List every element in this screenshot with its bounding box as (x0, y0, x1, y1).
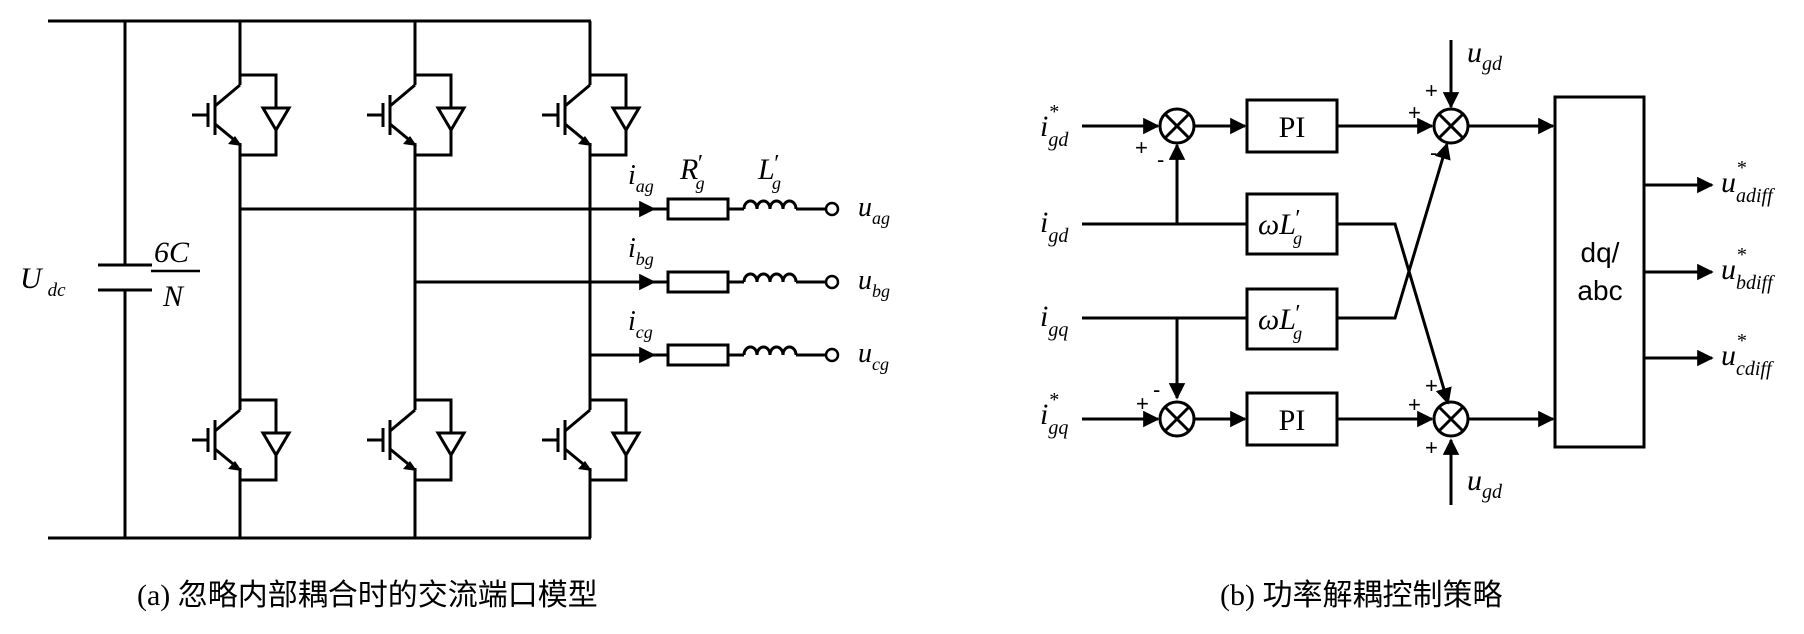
pi-block-d (1245, 98, 1339, 154)
switch-upper-a (190, 65, 291, 165)
caption-b: (b) 功率解耦控制策略 (1220, 579, 1502, 612)
output-label-a: u*adiff (1721, 157, 1775, 207)
sign-q1-minus: - (1153, 377, 1160, 402)
sign-d2-plus-top: + (1425, 78, 1438, 103)
transform-label-line2: abc (1577, 275, 1622, 306)
phase-legs (238, 21, 592, 538)
output-label-c: u*cdiff (1721, 330, 1774, 380)
sum-junction-q2 (1432, 400, 1470, 438)
ac-branch-b (415, 270, 840, 294)
sign-q2-plus-top: + (1425, 373, 1438, 398)
input-igd-label: igd (1040, 206, 1069, 247)
sign-q2-plus-bottom: + (1425, 435, 1438, 460)
output-label-b: u*bdiff (1721, 244, 1775, 294)
control-diagram (1082, 40, 1714, 505)
current-label-a: iag (628, 160, 654, 196)
sum-junction-d1 (1158, 107, 1196, 145)
sign-q1-plus: + (1136, 391, 1149, 416)
current-label-c: icg (628, 306, 653, 342)
sign-d1-plus: + (1135, 135, 1148, 160)
converter-circuit (48, 19, 840, 540)
voltage-label-b: ubg (858, 265, 890, 301)
inductor-label: L′g (757, 151, 781, 193)
sign-d2-minus: - (1430, 140, 1437, 165)
sum-junction-q1 (1158, 400, 1196, 438)
capacitance-denominator: N (162, 280, 185, 313)
current-label-b: ibg (628, 233, 654, 269)
ac-branch-c (590, 343, 840, 367)
coupling-label-q: ωL′g (1258, 301, 1302, 343)
sign-d1-minus: - (1157, 147, 1164, 172)
dc-capacitor (98, 21, 152, 538)
switch-upper-b (365, 65, 466, 165)
sign-d2-plus-left: + (1408, 100, 1421, 125)
coupling-label-d: ωL′g (1258, 206, 1302, 248)
sign-q2-plus-left: + (1408, 392, 1421, 417)
transform-label-line1: dq/ (1581, 237, 1620, 268)
switch-lower-c (540, 390, 641, 490)
switch-lower-a (190, 390, 291, 490)
pi-label-q: PI (1279, 404, 1306, 437)
dq-abc-transform-block (1553, 95, 1646, 449)
voltage-label-a: uag (858, 192, 890, 228)
pi-label-d: PI (1279, 111, 1306, 144)
caption-a: (a) 忽略内部耦合时的交流端口模型 (137, 579, 598, 612)
voltage-label-c: ucg (858, 338, 889, 374)
resistor-label: R′g (679, 151, 705, 193)
sum-junction-d2 (1432, 107, 1470, 145)
capacitance-numerator: 6C (154, 236, 190, 269)
input-igd-ref-label: i*gd (1040, 101, 1069, 151)
switch-upper-c (540, 65, 641, 165)
ugd-label-top: ugd (1467, 36, 1503, 75)
input-igq-label: igq (1040, 300, 1068, 341)
ac-branch-a (240, 197, 840, 221)
input-igq-ref-label: i*gq (1040, 389, 1068, 439)
switch-lower-b (365, 390, 466, 490)
ugd-label-bottom: ugd (1467, 464, 1503, 503)
